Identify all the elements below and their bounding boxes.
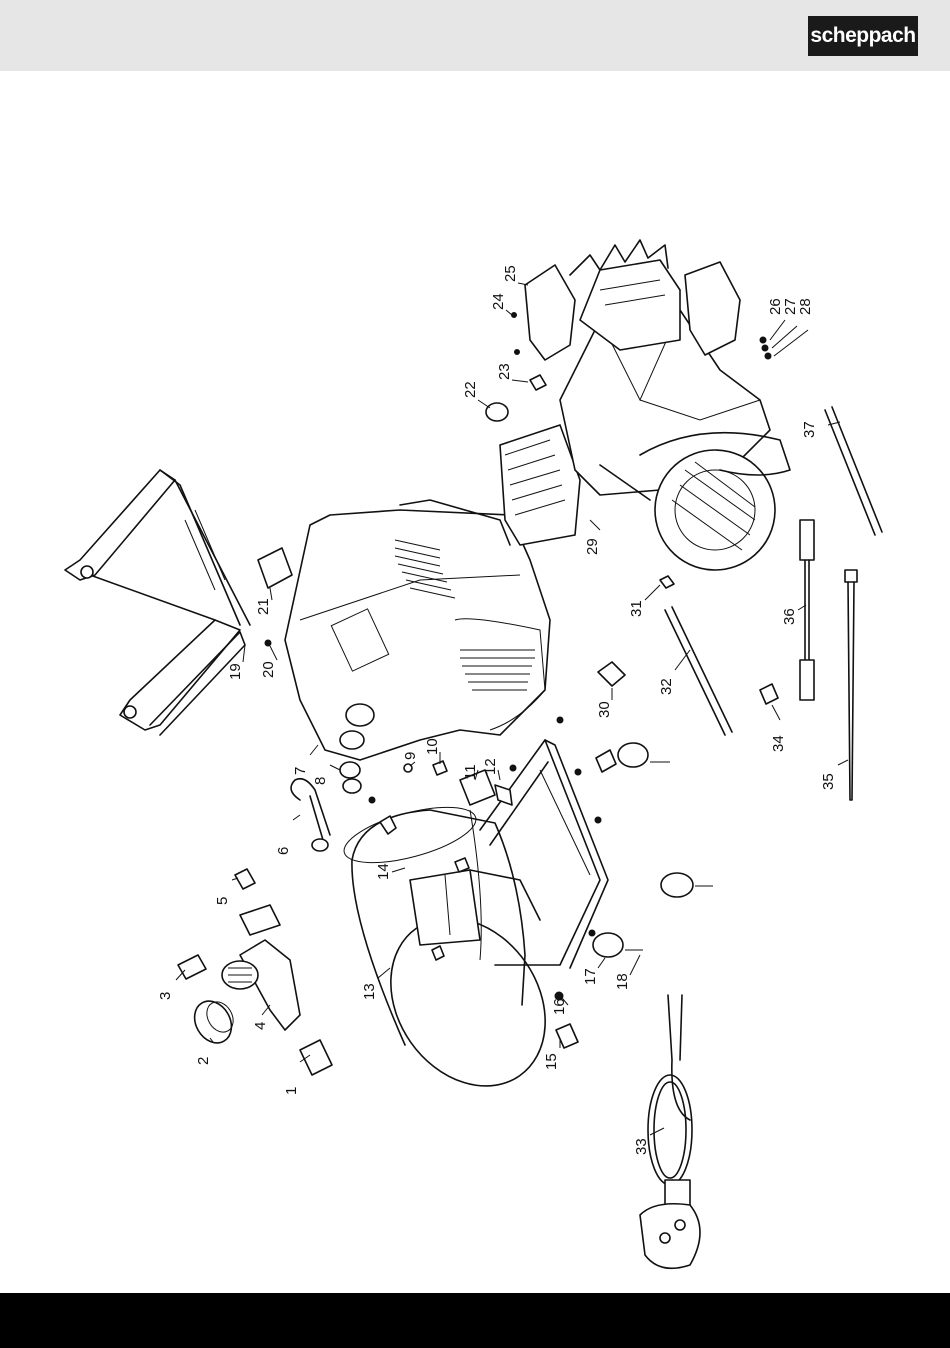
power-cord — [640, 995, 700, 1268]
part-label-32: 32 — [658, 678, 675, 695]
part-label-33: 33 — [633, 1138, 650, 1155]
part-label-15: 15 — [543, 1053, 560, 1070]
part-label-2: 2 — [195, 1057, 212, 1065]
part-label-25: 25 — [502, 265, 519, 282]
brand-logo: scheppach — [808, 16, 918, 56]
pipe — [825, 407, 882, 535]
part-label-8: 8 — [312, 777, 329, 785]
handle-frame — [65, 470, 250, 735]
connection-hose — [291, 779, 330, 851]
page-footer — [0, 1293, 950, 1348]
part-label-24: 24 — [490, 293, 507, 310]
part-label-22: 22 — [462, 381, 479, 398]
part-label-30: 30 — [596, 701, 613, 718]
air-tank — [339, 796, 577, 1116]
part-label-28: 28 — [797, 298, 814, 315]
regulator-assembly — [178, 869, 332, 1075]
part-label-21: 21 — [255, 598, 272, 615]
part-label-23: 23 — [496, 363, 513, 380]
part-label-1: 1 — [283, 1087, 300, 1095]
part-label-10: 10 — [424, 738, 441, 755]
part-label-19: 19 — [227, 663, 244, 680]
part-label-35: 35 — [820, 773, 837, 790]
part-label-11: 11 — [462, 764, 479, 780]
part-label-6: 6 — [275, 847, 292, 855]
part-label-12: 12 — [482, 758, 499, 775]
part-label-3: 3 — [157, 992, 174, 1000]
strap — [800, 520, 814, 700]
cable-tie — [845, 570, 857, 800]
part-label-20: 20 — [260, 661, 277, 678]
part-label-16: 16 — [551, 998, 568, 1015]
page-header: scheppach — [0, 0, 950, 71]
part-label-18: 18 — [614, 973, 631, 990]
rod — [665, 607, 732, 735]
part-label-37: 37 — [801, 421, 818, 438]
part-label-7: 7 — [292, 767, 309, 775]
part-label-13: 13 — [361, 983, 378, 1000]
part-label-17: 17 — [582, 968, 599, 985]
part-label-4: 4 — [252, 1022, 269, 1030]
part-label-14: 14 — [375, 863, 392, 880]
part-label-34: 34 — [770, 735, 787, 752]
part-label-36: 36 — [781, 608, 798, 625]
shroud-housing — [285, 500, 550, 760]
exploded-parts-diagram: 1 2 3 4 5 6 7 8 9 10 11 12 13 14 15 16 1… — [0, 71, 950, 1293]
part-label-5: 5 — [214, 897, 231, 905]
part-label-29: 29 — [584, 538, 601, 555]
part-label-31: 31 — [628, 600, 645, 617]
part-label-9: 9 — [402, 752, 419, 760]
